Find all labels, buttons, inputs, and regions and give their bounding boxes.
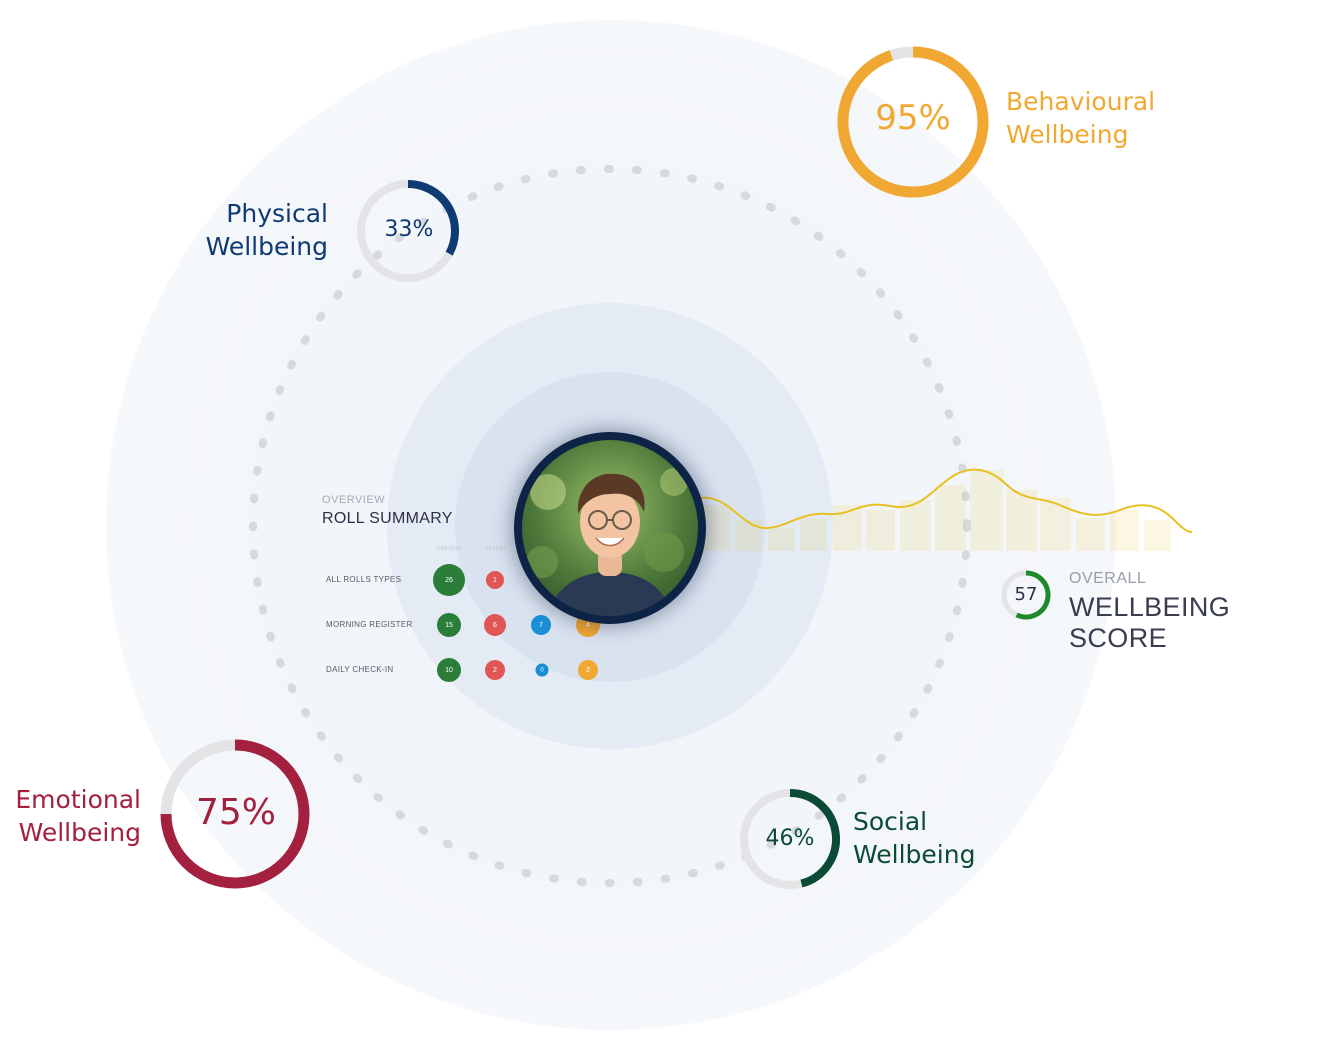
overall-ring-progress	[1015, 570, 1051, 620]
behavioural-ring-progress	[837, 46, 989, 198]
physical-percent: 33%	[384, 217, 434, 242]
student-avatar[interactable]	[514, 432, 706, 624]
wave-bar	[1006, 490, 1037, 551]
wave-bar	[970, 470, 1003, 551]
social-label: Social Wellbeing	[853, 805, 975, 871]
emotional-ring-progress	[160, 739, 310, 889]
roll-summary-title: ROLL SUMMARY	[322, 510, 453, 527]
physical-label-line2: Wellbeing	[205, 232, 328, 261]
wave-bar	[900, 500, 931, 551]
wave-bar	[1076, 518, 1105, 551]
roll-count-dot[interactable]: 2	[485, 660, 505, 680]
social-ring-progress	[789, 789, 840, 888]
overall-label: OVERALL	[1069, 570, 1147, 587]
emotional-label: Emotional Wellbeing	[0, 783, 141, 849]
social-label-line2: Wellbeing	[853, 840, 976, 869]
wave-line	[699, 468, 1193, 533]
physical-ring-progress	[407, 180, 459, 256]
roll-count-dot[interactable]: 6	[484, 614, 506, 636]
physical-label-line1: Physical	[226, 199, 328, 228]
wellbeing-score-title: WELLBEING SCORE	[1069, 592, 1231, 653]
wave-bar	[935, 485, 966, 551]
wave-bar	[735, 520, 762, 551]
behavioural-label-line1: Behavioural	[1006, 87, 1156, 116]
wave-bar	[800, 518, 827, 551]
roll-count-dot[interactable]: 2	[578, 660, 598, 680]
roll-row-label-daily: DAILY CHECK-IN	[326, 665, 394, 674]
column-header-present: PRESENT	[437, 546, 463, 552]
behavioural-label-line2: Wellbeing	[1006, 120, 1129, 149]
behavioural-percent: 95%	[875, 98, 951, 138]
roll-overview-label: OVERVIEW	[322, 494, 386, 506]
roll-count-dot[interactable]: 0	[535, 663, 549, 677]
behavioural-label: Behavioural Wellbeing	[1006, 85, 1155, 151]
roll-count-dot[interactable]: 1	[486, 571, 504, 589]
overall-score-value: 57	[1014, 584, 1038, 605]
wave-bar	[1144, 520, 1171, 551]
roll-count-dot[interactable]: 26	[433, 564, 465, 596]
student-portrait-icon	[514, 432, 706, 624]
column-header-absent: ABSENT	[485, 546, 507, 552]
emotional-label-line2: Wellbeing	[18, 818, 141, 847]
social-percent: 46%	[765, 826, 815, 851]
physical-label: Physical Wellbeing	[160, 197, 328, 263]
wave-bar	[866, 510, 895, 551]
dashed-orbit-ring	[249, 165, 971, 887]
social-label-line1: Social	[853, 807, 928, 836]
roll-row-label-morning: MORNING REGISTER	[326, 620, 413, 629]
roll-count-dot[interactable]: 10	[437, 658, 461, 682]
wave-bar	[768, 528, 795, 551]
roll-count-dot[interactable]: 7	[531, 615, 551, 635]
emotional-label-line1: Emotional	[15, 785, 141, 814]
emotional-percent: 75%	[195, 792, 276, 833]
roll-count-dot[interactable]: 15	[437, 613, 461, 637]
wave-chart	[699, 468, 1193, 551]
roll-row-label-all: ALL ROLLS TYPES	[326, 575, 402, 584]
wave-bar	[1110, 510, 1139, 551]
